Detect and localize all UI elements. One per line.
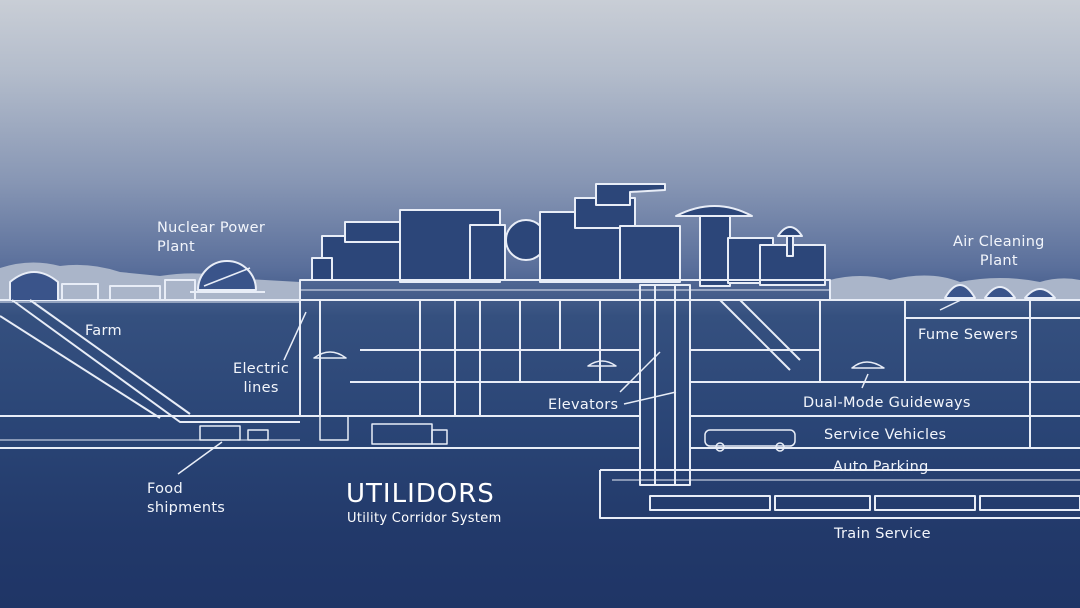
label-auto-parking: Auto Parking [833, 459, 929, 475]
diagram-subtitle: Utility Corridor System [347, 511, 502, 526]
label-farm: Farm [85, 323, 122, 339]
farm-tunnel [11, 299, 300, 423]
delivery-truck [199, 415, 448, 445]
guideway-cars [313, 351, 885, 369]
label-service-vehicles: Service Vehicles [824, 427, 947, 443]
label-electric-lines: Electric lines [233, 361, 290, 396]
diagram-title: UTILIDORS [346, 479, 495, 509]
label-fume-sewers: Fume Sewers [918, 327, 1019, 343]
label-air-cleaning-plant: Air Cleaning Plant [953, 234, 1045, 269]
air-cleaning-plant [944, 284, 1056, 299]
elevator-shaft [639, 284, 691, 486]
label-nuclear-power-plant: Nuclear Power Plant [157, 220, 266, 255]
fume-sewer-ramp [719, 299, 791, 371]
label-elevators: Elevators [548, 397, 619, 413]
label-dual-mode-guideways: Dual-Mode Guideways [803, 395, 971, 411]
farm-buildings [9, 271, 196, 301]
nuclear-dome [190, 260, 265, 293]
city-skyline [311, 183, 826, 287]
service-vehicle [704, 429, 796, 452]
label-food-shipments: Food shipments [147, 481, 226, 516]
pointer-lines [177, 297, 966, 475]
label-train-service: Train Service [834, 526, 931, 542]
train-tunnel [599, 469, 1080, 519]
support-columns [319, 300, 1031, 448]
